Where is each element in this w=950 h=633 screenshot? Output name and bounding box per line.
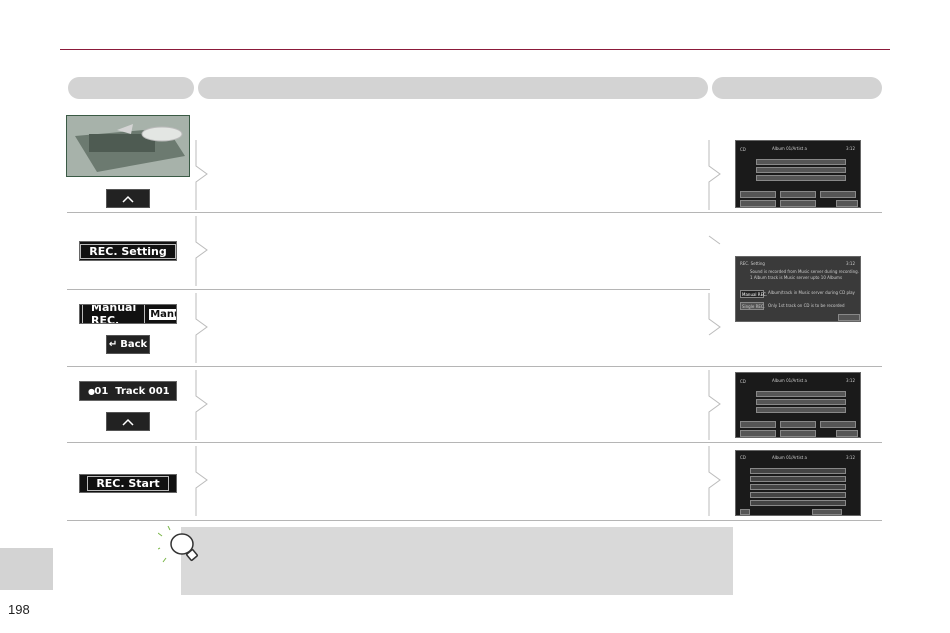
rec-start-button[interactable]: REC. Start — [79, 474, 177, 493]
chapter-tab — [0, 548, 53, 590]
row-divider-3 — [67, 366, 882, 367]
tip-box — [181, 527, 733, 595]
top-rule — [60, 49, 890, 50]
row-divider-5 — [67, 520, 882, 521]
header-pill-center — [198, 77, 708, 99]
row2-arrow-left — [195, 216, 208, 286]
header-pill-right — [712, 77, 882, 99]
rec-setting-screen-thumbnail: REC. Setting 3:12 Sound is recorded from… — [735, 256, 861, 322]
row3-arrow-left — [195, 293, 208, 363]
row3-arrow-right — [708, 293, 721, 336]
row-divider-4 — [67, 442, 882, 443]
back-arrow-icon: ↵ — [108, 339, 118, 350]
row1-arrow-right — [708, 140, 721, 210]
page-number: 198 — [8, 602, 30, 617]
cd-insert-photo — [66, 115, 190, 177]
recording-screen-thumbnail: CD Album 01/Artist a 3:12 — [735, 450, 861, 516]
scroll-up-button[interactable] — [106, 412, 150, 431]
row5-arrow-left — [195, 446, 208, 516]
manual-rec-label: Manual REC. — [82, 305, 146, 323]
back-button[interactable]: ↵ Back — [106, 335, 150, 354]
rec-setting-button[interactable]: REC. Setting — [79, 241, 177, 261]
header-pill-left — [68, 77, 194, 99]
row4-arrow-left — [195, 370, 208, 440]
row-divider-1 — [67, 212, 882, 213]
track-list-item[interactable]: ● 01 Track 001 — [79, 381, 177, 401]
rec-setting-label: REC. Setting — [80, 243, 176, 259]
lightbulb-icon — [158, 526, 198, 563]
rec-start-label: REC. Start — [87, 476, 169, 491]
album-screen-thumbnail-2: CD Album 01/Artist a 3:12 — [735, 372, 861, 438]
row-divider-2 — [67, 289, 710, 290]
album-screen-thumbnail-1: CD Album 01/Artist a 3:12 — [735, 140, 861, 208]
row2-arrow-right — [708, 235, 721, 245]
row1-arrow-left — [195, 140, 208, 210]
row5-arrow-right — [708, 446, 721, 516]
row4-arrow-right — [708, 370, 721, 440]
manual-rec-button[interactable]: Manual REC. Manu — [79, 304, 177, 324]
manual-rec-overflow-text: Manu — [149, 308, 176, 320]
cd-icon: ● — [88, 386, 95, 396]
eject-button[interactable] — [106, 189, 150, 208]
back-label: Back — [120, 339, 148, 350]
track-label: 01 Track 001 — [94, 385, 170, 397]
